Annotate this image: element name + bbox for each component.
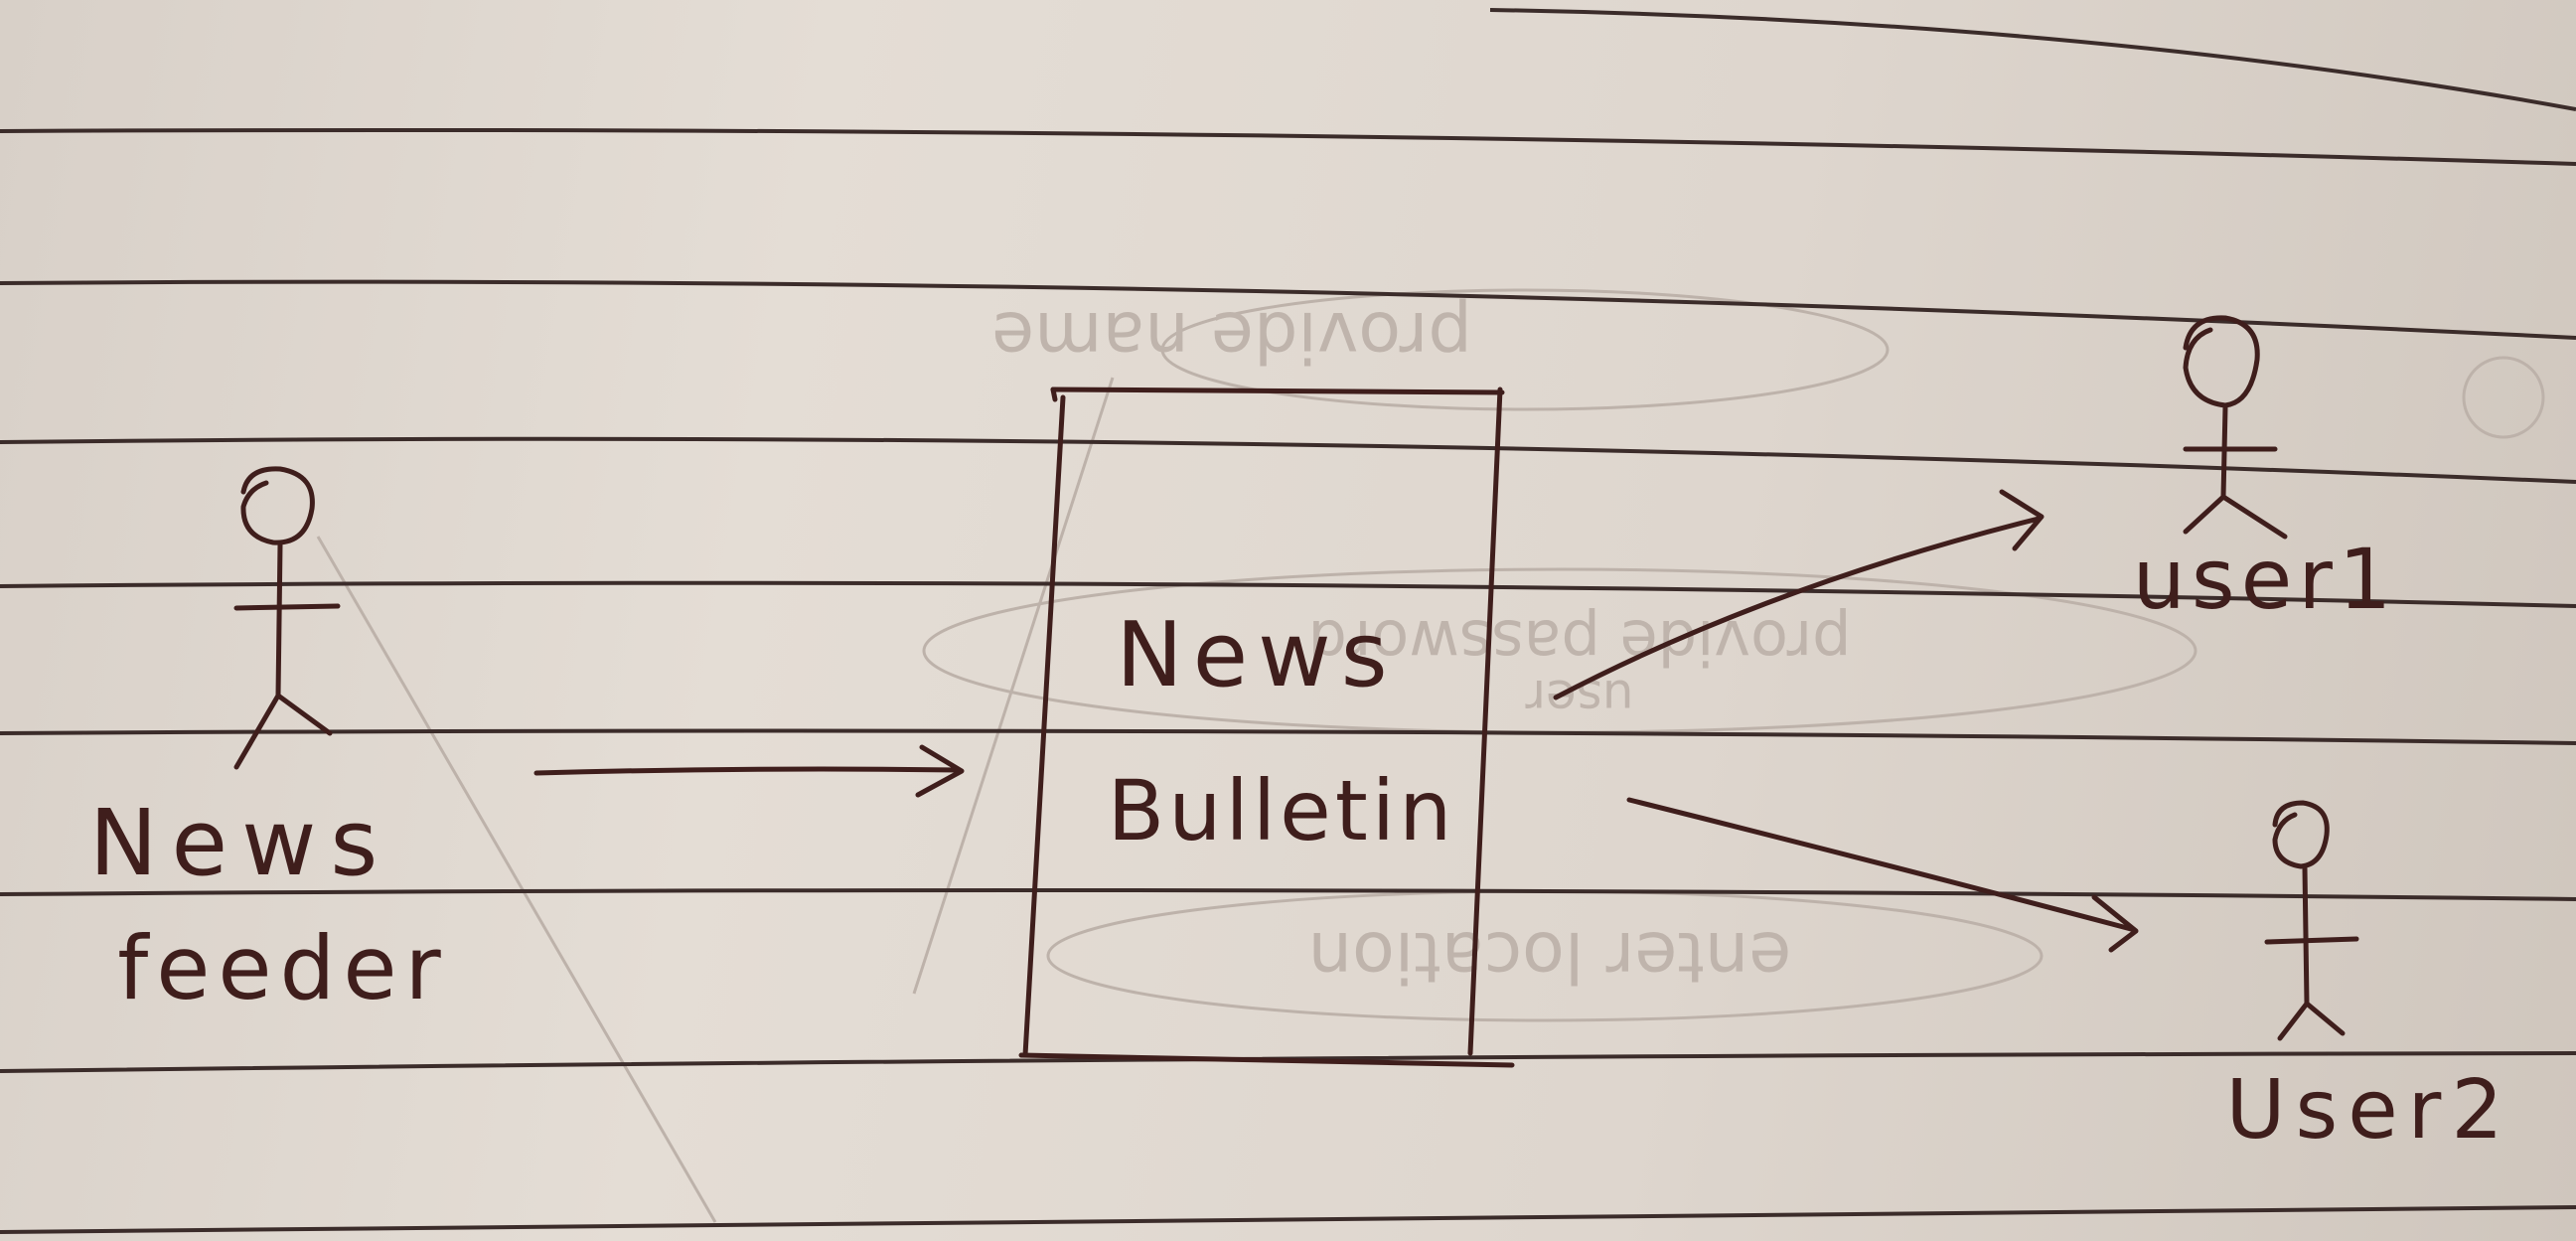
- ruled-line: [0, 728, 2576, 745]
- actor-leg: [233, 693, 281, 770]
- news-bulletin-box: News Bulletin: [1018, 387, 1515, 1068]
- arrow-shaft: [1626, 797, 2134, 932]
- ghost-circle: [2462, 356, 2545, 439]
- ghost-text: user: [1525, 669, 1634, 726]
- box-top: [1050, 387, 1505, 395]
- box-left: [1022, 394, 1066, 1058]
- box-label: News: [1116, 603, 1397, 707]
- actor-news-feeder: News feeder: [89, 466, 448, 1019]
- ghost-text: provide name: [991, 296, 1472, 378]
- actor-leg: [2220, 494, 2288, 540]
- arrow-head: [1999, 489, 2045, 551]
- actor-arms: [2264, 936, 2359, 945]
- actor-body: [2220, 404, 2228, 500]
- arrow-bulletin-to-user2: [1626, 797, 2139, 953]
- actor-label: User2: [2225, 1063, 2512, 1158]
- ruled-line: [0, 888, 2576, 901]
- show-through-layer: provide name provide password user enter…: [316, 288, 2545, 1223]
- box-right: [1467, 387, 1503, 1056]
- arrow-feeder-to-bulletin: [533, 744, 965, 798]
- actor-user1: user1: [2133, 315, 2398, 628]
- ruled-line: [1489, 8, 2576, 111]
- ruled-line: [0, 436, 2576, 484]
- actor-leg: [275, 693, 333, 736]
- ghost-line: [912, 377, 1115, 995]
- arrow-bulletin-to-user1: [1553, 489, 2045, 700]
- ruled-line: [0, 127, 2576, 166]
- actor-head: [2272, 800, 2330, 869]
- actor-leg: [2183, 494, 2226, 535]
- box-label: Bulletin: [1108, 762, 1456, 859]
- actor-leg: [2304, 1001, 2346, 1036]
- ghost-oval: [1160, 288, 1890, 411]
- actor-label: News: [89, 790, 392, 896]
- actor-label: user1: [2133, 531, 2398, 628]
- actor-leg: [2277, 1001, 2310, 1041]
- arrow-head: [915, 744, 965, 798]
- ghost-text: provide password: [1308, 606, 1852, 679]
- actor-body: [275, 542, 283, 698]
- arrow-shaft: [533, 766, 962, 776]
- ruled-line: [0, 279, 2576, 340]
- arrow-shaft: [1553, 516, 2042, 700]
- ruled-line: [0, 1205, 2576, 1234]
- box-corner: [1050, 387, 1058, 402]
- ghost-line: [316, 536, 717, 1223]
- box-bottom: [1018, 1052, 1515, 1068]
- ghost-text: enter location: [1308, 916, 1792, 998]
- ruled-lines: [0, 8, 2576, 1234]
- actor-body: [2302, 865, 2310, 1007]
- arrow-head: [2091, 894, 2139, 953]
- actor-head: [240, 466, 315, 545]
- actor-user2: User2: [2225, 800, 2512, 1158]
- actor-arms: [233, 603, 341, 611]
- ruled-line: [0, 580, 2576, 608]
- actor-label: feeder: [117, 917, 448, 1019]
- actor-head: [2183, 315, 2260, 408]
